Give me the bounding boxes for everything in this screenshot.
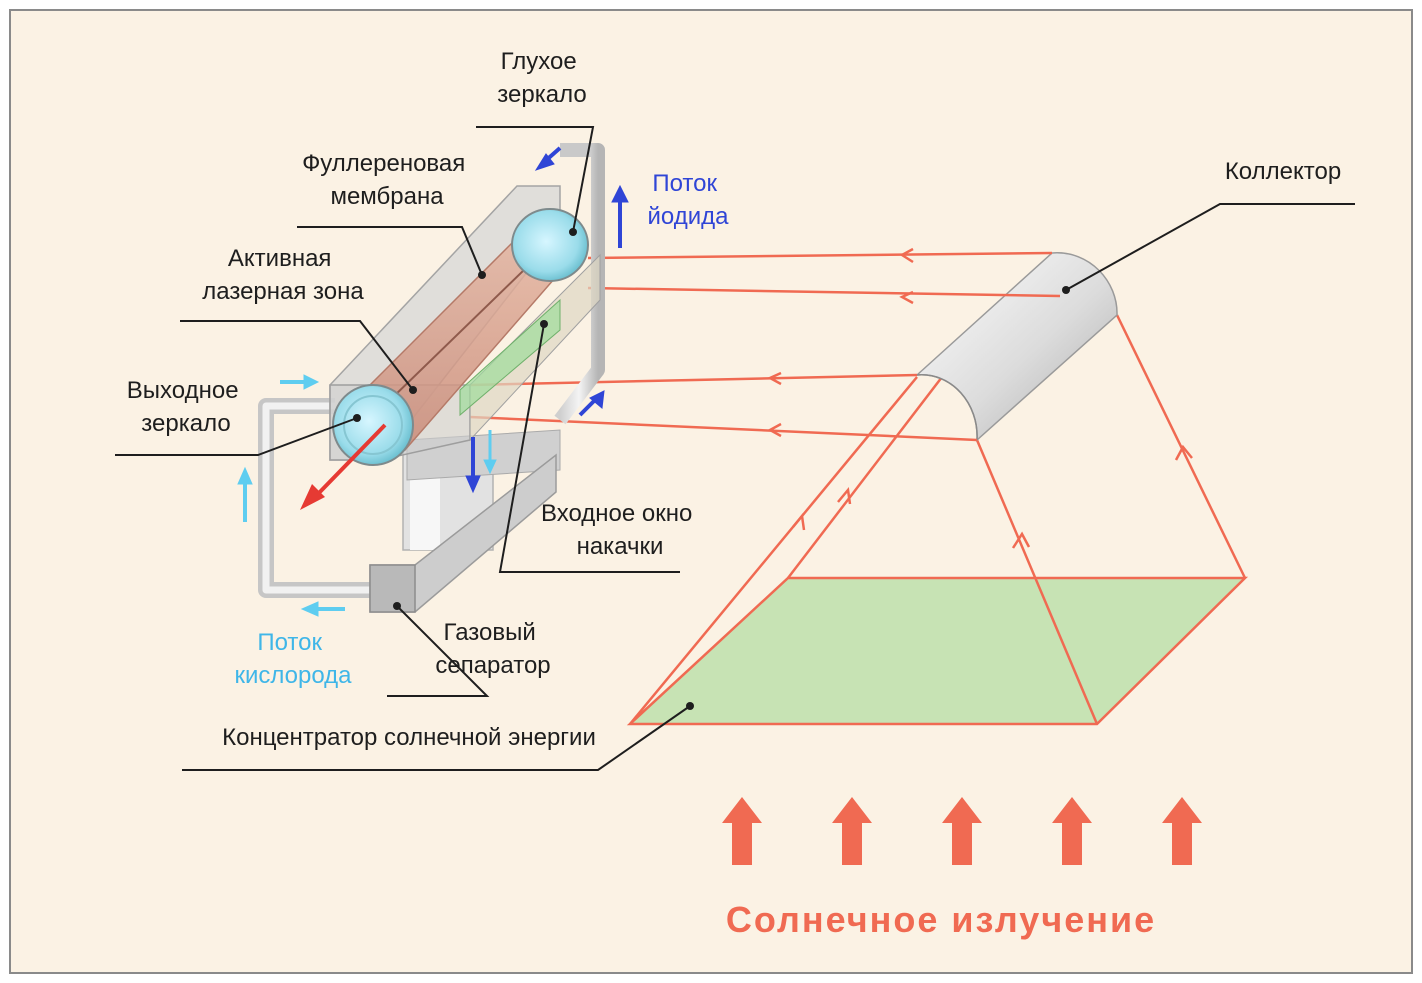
sun-ray-arrow-icon (1162, 797, 1202, 865)
pump-window (459, 298, 561, 417)
active-zone-label: Активная лазерная зона (202, 245, 364, 305)
oxygen-flow-label: Поток кислорода (234, 629, 352, 689)
sun-ray-arrow-icon (722, 797, 762, 865)
deaf-mirror-label: Глухое зеркало (497, 48, 586, 108)
oxygen-flow-arrows (237, 374, 497, 617)
leader-lines (115, 126, 1355, 771)
solar-radiation-arrows (722, 797, 1202, 865)
deaf-mirror (511, 208, 589, 282)
sun-ray-arrow-icon (832, 797, 872, 865)
collector-to-laser-rays (469, 251, 1061, 442)
iodide-flow-label: Поток йодида (648, 170, 730, 230)
pump-window-label: Входное окно накачки (541, 500, 699, 560)
output-mirror-label: Выходное зеркало (127, 377, 245, 437)
sun-ray-arrow-icon (1052, 797, 1092, 865)
sun-ray-arrow-icon (942, 797, 982, 865)
laser-apparatus (258, 143, 605, 613)
collector-cylinder (914, 252, 1118, 442)
laser-output-arrow-icon (300, 423, 387, 510)
leader-dots (353, 228, 1070, 710)
collector-label: Коллектор (1225, 158, 1341, 185)
ray-direction-chevrons (792, 444, 1193, 549)
solar-radiation-label: Солнечное излучение (726, 899, 1156, 940)
solar-concentrator-label: Концентратор солнечной энергии (222, 724, 596, 751)
fullerene-membrane-label: Фуллереновая мембрана (302, 150, 472, 210)
gas-separator-label: Газовый сепаратор (435, 619, 550, 679)
iodide-flow-arrows (465, 146, 629, 494)
collector-ray-chevrons (767, 247, 914, 438)
